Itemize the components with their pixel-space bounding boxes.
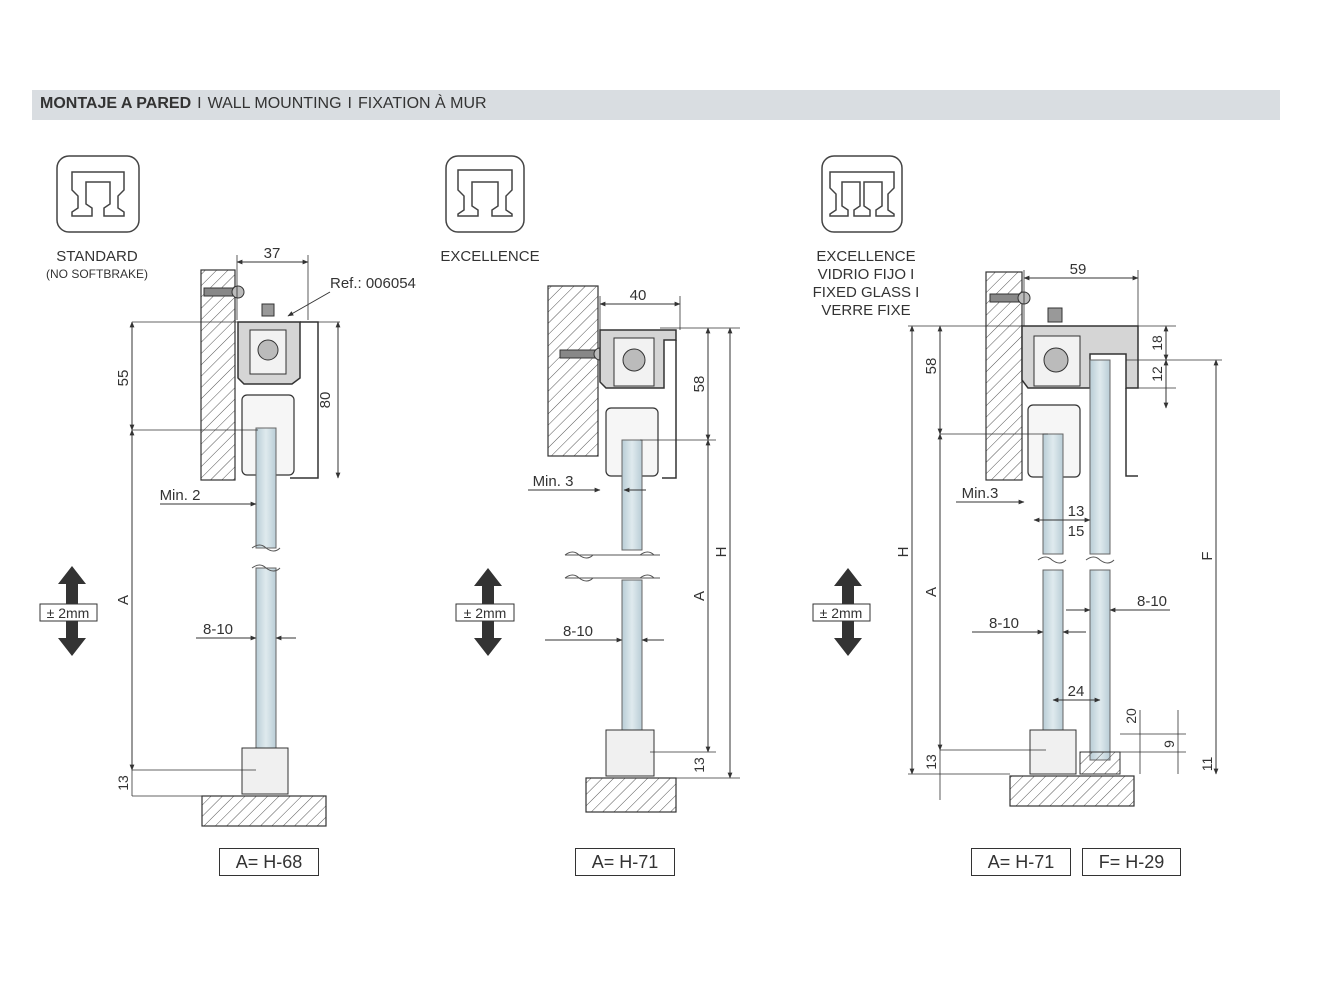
adjust-label: ± 2mm [47,605,90,621]
dim-height: 80 [317,392,334,409]
dim-a: A [691,591,708,601]
wall-screw [203,285,245,299]
title-english: WALL MOUNTING [207,95,342,112]
dim-glass-left: 8-10 [989,615,1019,632]
variant-title: STANDARD [56,248,138,265]
variant-title-line: FIXED GLASS I [813,284,920,301]
floor [1009,775,1135,807]
height-adjust-icon [474,568,502,656]
rail-profile [1021,307,1139,477]
variant-excellence: EXCELLENCE 40 58 H A [440,155,740,813]
title-separator: I [347,95,352,112]
dim-a: A [923,587,940,597]
variant-title: EXCELLENCE [440,248,539,265]
dim-20: 20 [1123,708,1139,724]
formula-fixed-glass-a: A= H-71 [971,848,1071,876]
formula-excellence: A= H-71 [575,848,675,876]
height-adjust-icon [834,568,862,656]
dim-f: F [1199,551,1216,560]
dim-glass-right: 8-10 [1137,593,1167,610]
dim-gap: Min. 3 [533,473,574,490]
title-spanish: MONTAJE A PARED [40,95,192,112]
variant-excellence-fixed-glass: EXCELLENCE VIDRIO FIJO I FIXED GLASS I V… [812,155,1222,807]
variant-title-line: VIDRIO FIJO I [818,266,915,283]
glass-panel [1042,433,1064,555]
dim-bottom: 13 [115,775,131,791]
wall-screw [559,347,607,361]
glass-panel [255,427,277,549]
dim-h: H [895,547,912,558]
wall [985,271,1023,481]
section-header: MONTAJE A PARED I WALL MOUNTING I FIXATION À… [32,90,1280,120]
ref-label: Ref.: 006054 [330,275,416,292]
variant-title-line: EXCELLENCE [816,248,915,265]
title-french: FIXATION À MUR [357,95,487,112]
adjust-badge [455,603,515,622]
dim-9: 9 [1161,740,1177,748]
adjust-badge [812,603,871,622]
floor-guide [605,729,655,777]
glass-panel [255,567,277,769]
variant-standard: STANDARD (NO SOFTBRAKE) 37 [39,155,416,827]
dim-width: 37 [264,245,281,262]
dim-top: 58 [923,358,940,375]
section-title: MONTAJE A PARED I WALL MOUNTING I FIXATION À… [40,95,487,113]
floor-guide [241,747,289,795]
floor-guide [1029,729,1077,775]
height-adjust-icon [58,566,86,656]
dim-glass: 8-10 [563,623,593,640]
dim-gap: Min.3 [962,485,999,502]
rail-profile [599,329,677,479]
dim-gap: Min. 2 [160,487,201,504]
fixed-glass-channel [1079,751,1121,775]
dim-top: 58 [691,376,708,393]
dim-glass: 8-10 [203,621,233,638]
dim-width: 59 [1070,261,1087,278]
adjust-label: ± 2mm [820,605,863,621]
profile-icon [445,155,525,233]
dim-15: 15 [1068,523,1085,540]
floor [585,777,677,813]
profile-icon [821,155,903,233]
dim-12: 12 [1149,366,1165,382]
dim-bottom: 13 [923,754,939,770]
title-separator: I [197,95,202,112]
dim-a: A [115,595,132,605]
dim-11: 11 [1199,757,1215,772]
fixed-glass-panel [1089,359,1111,555]
adjust-badge [39,603,98,622]
fixed-glass-panel [1089,569,1111,761]
dim-width: 40 [630,287,647,304]
dim-13: 13 [1068,503,1085,520]
floor [201,795,327,827]
wall [547,285,599,457]
dim-bottom: 13 [691,757,707,773]
dim-18: 18 [1149,335,1165,351]
dim-top: 55 [115,370,132,387]
glass-panel [621,439,643,551]
variant-subtitle: (NO SOFTBRAKE) [46,267,148,281]
formula-fixed-glass-f: F= H-29 [1082,848,1181,876]
adjust-label: ± 2mm [464,605,507,621]
variant-title-line: VERRE FIXE [821,302,910,319]
profile-icon [56,155,140,233]
dim-24: 24 [1068,683,1085,700]
dim-h: H [713,547,730,558]
wall [200,269,236,481]
formula-standard: A= H-68 [219,848,319,876]
glass-panel [1042,569,1064,751]
